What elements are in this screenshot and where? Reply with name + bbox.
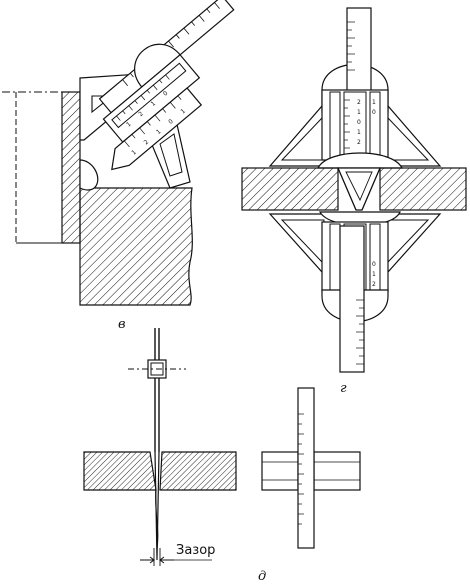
v-blade-digit: 1 xyxy=(155,128,163,136)
figure-label-d: д xyxy=(258,569,266,584)
v-slider-digit: 2 xyxy=(137,110,145,118)
g-bottom-digit: 2 xyxy=(372,281,376,288)
side-left-plate xyxy=(261,451,299,491)
v-slider-digit: 0 xyxy=(162,90,170,98)
side-ruler xyxy=(297,387,315,549)
figure-d: Зазор д xyxy=(83,328,361,584)
gap-label: Зазор xyxy=(176,543,215,558)
g-bottom-digit: 0 xyxy=(372,261,376,268)
bottom-ruler xyxy=(339,225,365,373)
figure-g: 2 1 0 1 2 1 0 0 1 2 0 1 2 xyxy=(241,7,467,396)
fillet-weld xyxy=(79,159,99,191)
g-top-digit: 0 xyxy=(372,109,376,116)
side-right-plate xyxy=(313,451,361,491)
vertical-plate xyxy=(61,91,81,244)
v-blade-digit: 0 xyxy=(167,118,175,126)
left-plate xyxy=(241,167,339,211)
figure-v: 1 2 1 0 1 2 1 0 1 в xyxy=(2,0,235,332)
v-slider-digit: 1 xyxy=(150,100,158,108)
figure-label-g: г xyxy=(340,381,347,396)
g-top-digit: 1 xyxy=(357,109,361,116)
gap-right-plate xyxy=(159,451,237,491)
v-blade-digit: 1 xyxy=(179,108,187,116)
measuring-blade xyxy=(111,87,203,171)
v-blade-digit: 2 xyxy=(143,138,151,146)
g-top-digit: 2 xyxy=(357,139,361,146)
g-bottom-digit: 1 xyxy=(372,271,376,278)
g-top-digit: 1 xyxy=(372,99,376,106)
gap-left-plate xyxy=(83,451,157,491)
g-top-digit: 2 xyxy=(357,99,361,106)
v-slider-digit: 1 xyxy=(125,121,133,129)
horizontal-plate xyxy=(79,187,193,306)
figure-label-v: в xyxy=(118,317,126,332)
v-blade-digit: 1 xyxy=(130,149,138,157)
g-top-digit: 0 xyxy=(357,119,361,126)
right-plate xyxy=(379,167,467,211)
g-top-digit: 1 xyxy=(357,129,361,136)
